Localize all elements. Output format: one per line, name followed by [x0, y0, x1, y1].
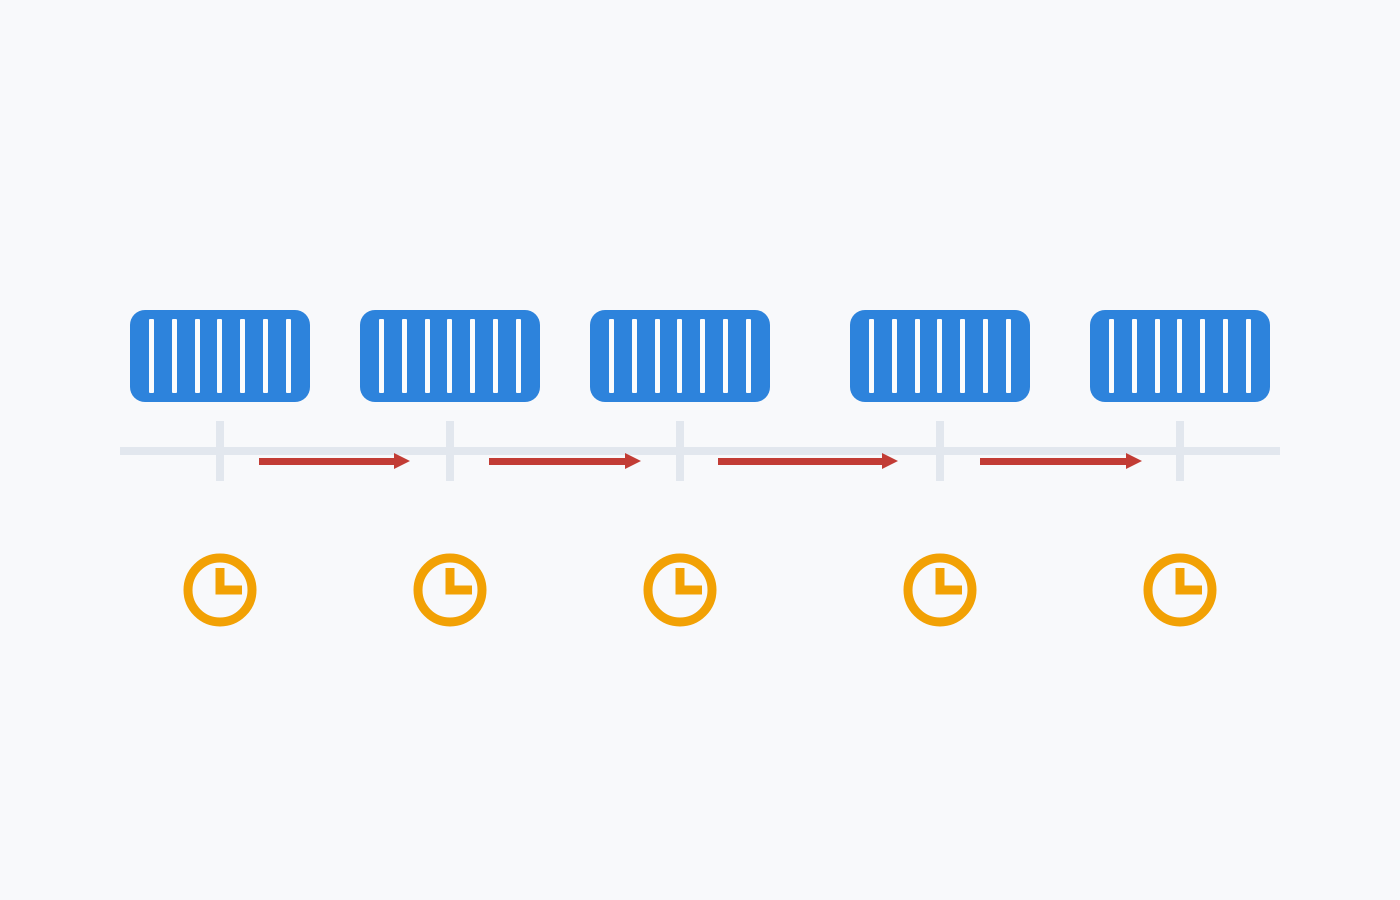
arrow-right-icon: [980, 453, 1142, 469]
packet-stripe: [654, 319, 660, 393]
striped-packet-icon: [850, 310, 1030, 402]
packet-stripe: [447, 319, 453, 393]
timeline-tick: [936, 421, 944, 481]
packet-stripe: [217, 319, 223, 393]
timeline-tick: [216, 421, 224, 481]
arrow-head: [1126, 453, 1142, 469]
packet-stripe: [149, 319, 154, 393]
packet-stripe: [1109, 319, 1114, 393]
packet-stripe: [937, 319, 943, 393]
striped-packet-icon: [360, 310, 540, 402]
arrow-right-icon: [718, 453, 898, 469]
clock-icon: [903, 553, 977, 627]
arrow-shaft: [259, 457, 394, 465]
arrow-head: [625, 453, 641, 469]
packet-stripe: [914, 319, 920, 393]
packet-stripe: [1200, 319, 1206, 393]
packet-stripe: [171, 319, 177, 393]
packet-stripe: [285, 319, 291, 393]
timeline-tick: [676, 421, 684, 481]
arrow-right-icon: [259, 453, 410, 469]
arrow-right-icon: [489, 453, 641, 469]
arrow-shaft: [489, 457, 625, 465]
packet-stripe: [424, 319, 430, 393]
packet-stripe: [677, 319, 683, 393]
clock-icon: [643, 553, 717, 627]
packet-stripe: [401, 319, 407, 393]
packet-stripe: [493, 319, 499, 393]
arrow-shaft: [718, 457, 882, 465]
timeline-track: [120, 447, 1280, 455]
packet-stripe: [609, 319, 614, 393]
clock-icon: [413, 553, 487, 627]
packet-stripe: [983, 319, 989, 393]
arrow-shaft: [980, 457, 1126, 465]
timeline-tick: [446, 421, 454, 481]
striped-packet-icon: [590, 310, 770, 402]
packet-stripe: [869, 319, 874, 393]
packet-stripe: [379, 319, 384, 393]
arrow-head: [882, 453, 898, 469]
packet-stripe: [1005, 319, 1011, 393]
clock-icon: [1143, 553, 1217, 627]
packet-stripe: [723, 319, 729, 393]
packet-stripe: [240, 319, 246, 393]
packet-stripe: [1223, 319, 1229, 393]
arrow-head: [394, 453, 410, 469]
packet-stripe: [631, 319, 637, 393]
packet-stripe: [960, 319, 966, 393]
packet-stripe: [1154, 319, 1160, 393]
packet-stripe: [1245, 319, 1251, 393]
clock-icon: [183, 553, 257, 627]
packet-stripe: [891, 319, 897, 393]
timeline-tick: [1176, 421, 1184, 481]
packet-stripe: [700, 319, 706, 393]
striped-packet-icon: [1090, 310, 1270, 402]
packet-stripe: [515, 319, 521, 393]
packet-stripe: [1131, 319, 1137, 393]
packet-stripe: [1177, 319, 1183, 393]
striped-packet-icon: [130, 310, 310, 402]
packet-stripe: [194, 319, 200, 393]
packet-stripe: [470, 319, 476, 393]
packet-stripe: [263, 319, 269, 393]
packet-stripe: [745, 319, 751, 393]
